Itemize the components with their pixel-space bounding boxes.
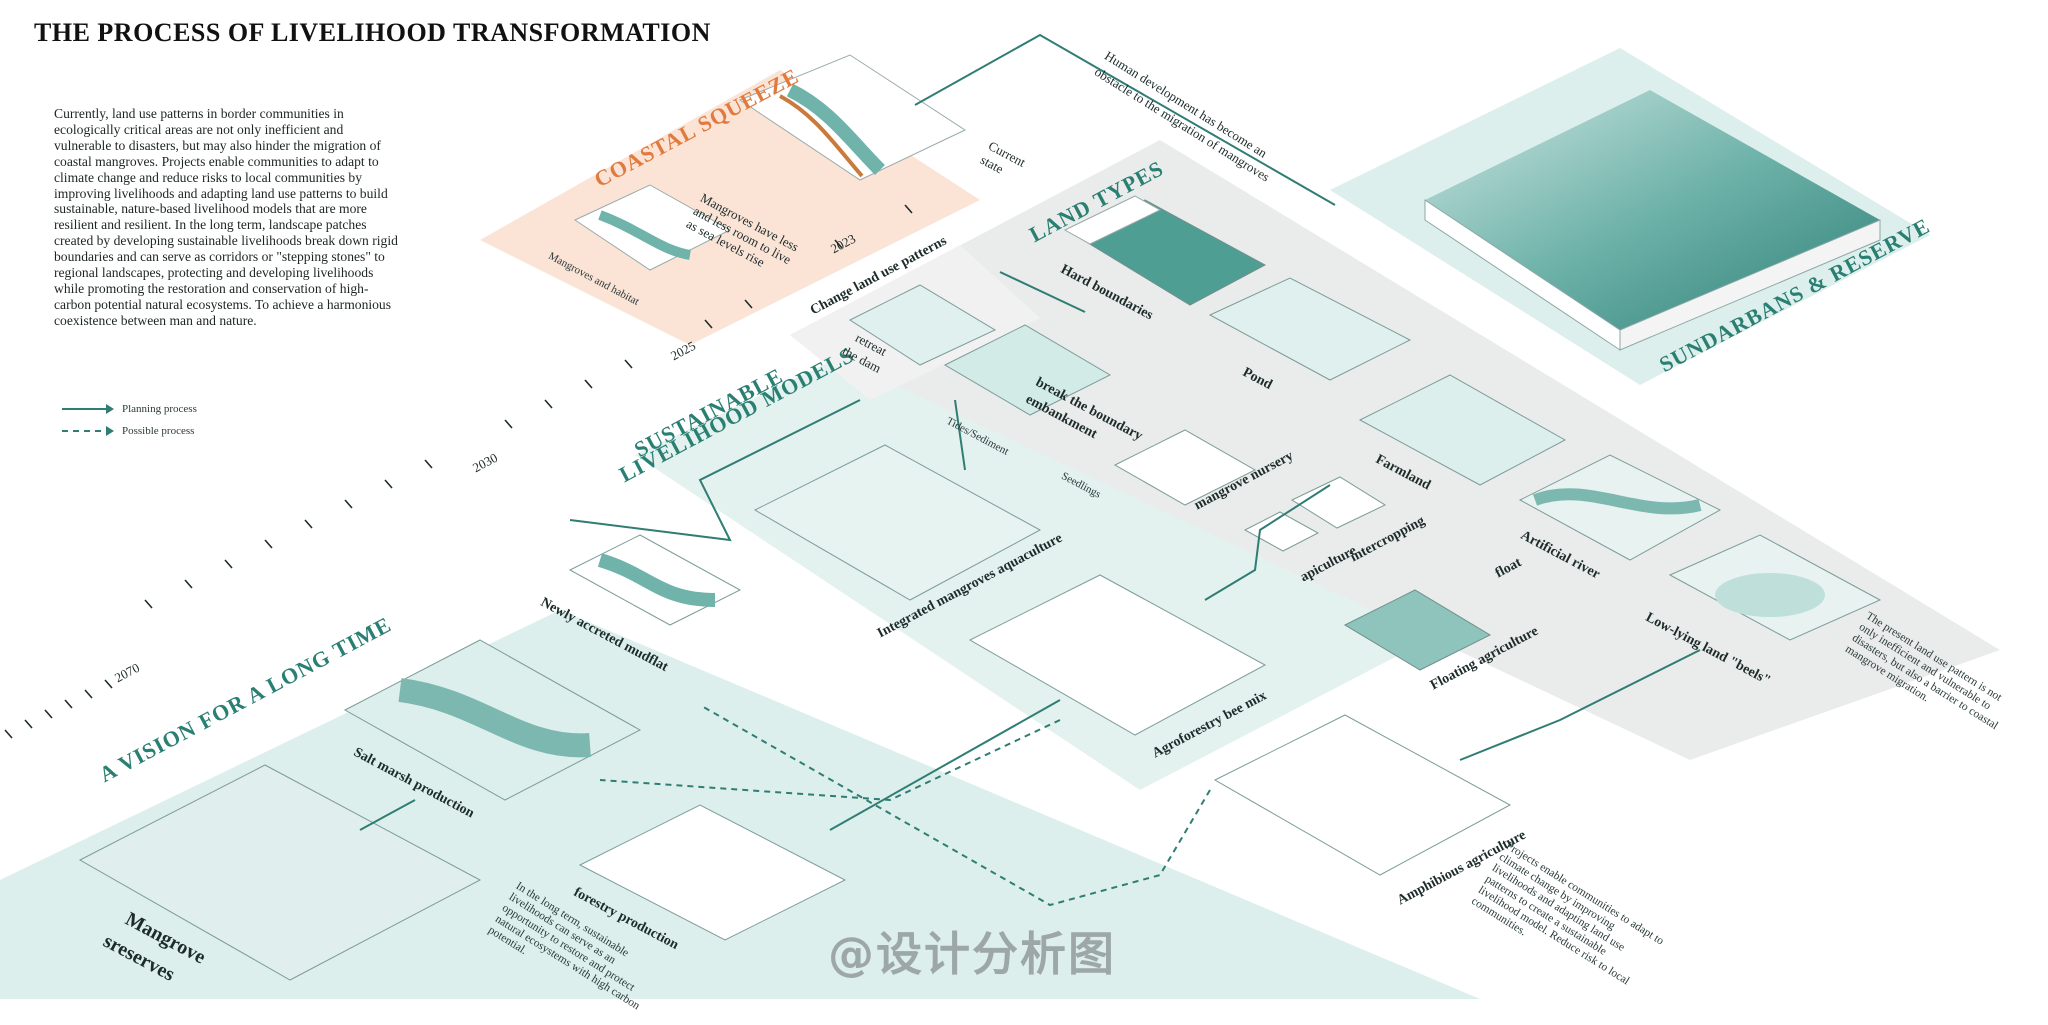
habitat-block-top [573, 184, 732, 271]
agroforestry-block [968, 574, 1267, 736]
artificial-river-path [1532, 488, 1702, 515]
apiculture-block [1243, 511, 1320, 552]
arrow-human-dev [914, 33, 1336, 206]
salt-marsh-channel [398, 678, 591, 758]
legend-possible: Possible process [62, 420, 197, 442]
land-types-band [790, 140, 2000, 760]
coastal-bank [779, 94, 864, 178]
hard-boundaries-land [1063, 195, 1162, 245]
arrow-agroforestry [829, 699, 1061, 831]
break-boundary-block [943, 324, 1112, 416]
floating-block [1343, 589, 1492, 671]
integrated-block [753, 444, 1042, 601]
arrow-possible-2 [599, 719, 1061, 802]
diagram-canvas: THE PROCESS OF LIVELIHOOD TRANSFORMATION… [0, 18, 2004, 1012]
sundarbans-block-top [1425, 90, 1880, 330]
intercropping-block [1290, 476, 1387, 529]
pond-block [1208, 277, 1412, 381]
coastal-river [786, 83, 885, 175]
forestry-block [578, 804, 847, 941]
retreat-block [848, 284, 997, 366]
timeline-ticks [4, 204, 913, 739]
legend-planning: Planning process [62, 398, 197, 420]
nursery-block [1113, 429, 1257, 506]
intro-paragraph: Currently, land use patterns in border c… [54, 106, 398, 328]
arrow-possible-1 [699, 704, 1211, 907]
arrow-farmland [1204, 484, 1331, 601]
legend: Planning process Possible process [62, 398, 197, 442]
arrow-change-land [999, 271, 1086, 313]
arrow-sustainable [569, 399, 861, 542]
habitat-river [598, 210, 691, 260]
arrow-salt-marsh [359, 799, 416, 831]
watermark: @设计分析图 [828, 927, 1116, 981]
sundarbans-block-front [1619, 219, 1881, 351]
diagram-artwork [0, 33, 2000, 999]
page-title: THE PROCESS OF LIVELIHOOD TRANSFORMATION [34, 18, 711, 47]
solid-arrow-icon [62, 404, 114, 414]
arrow-to-aquaculture [954, 399, 966, 471]
amphibious-block [1213, 714, 1512, 876]
dashed-arrow-icon [62, 426, 114, 436]
arrow-low-lying [1459, 649, 1701, 761]
mangrove-reserve-block [78, 764, 482, 981]
farmland-block [1358, 374, 1567, 486]
low-lying-pond [1715, 573, 1825, 617]
mudflat-channel [597, 553, 716, 607]
